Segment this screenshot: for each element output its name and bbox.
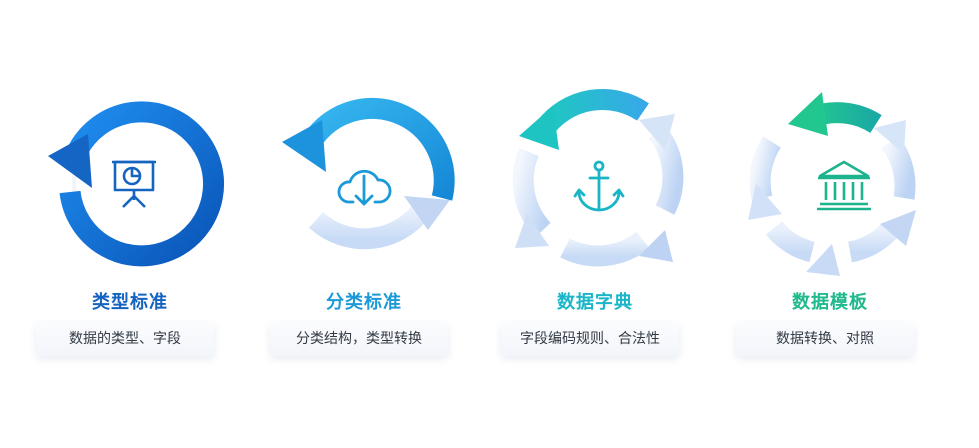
card-description: 数据的类型、字段 bbox=[36, 322, 214, 356]
cycle-graphic bbox=[48, 101, 225, 267]
feature-card-type-standard: 类型标准 数据的类型、字段 bbox=[30, 80, 230, 380]
feature-card-data-dictionary: 数据字典 字段编码规则、合法性 bbox=[495, 80, 695, 380]
card-description: 分类结构，类型转换 bbox=[270, 322, 448, 356]
feature-card-classification-standard: 分类标准 分类结构，类型转换 bbox=[264, 80, 464, 380]
cloud-download-icon bbox=[337, 169, 392, 206]
cycle-graphic bbox=[748, 92, 916, 276]
card-title: 分类标准 bbox=[326, 292, 402, 313]
anchor-icon bbox=[573, 160, 625, 212]
card-title: 数据模板 bbox=[792, 292, 868, 313]
feature-card-data-template: 数据模板 数据转换、对照 bbox=[730, 80, 930, 380]
presentation-board-icon bbox=[112, 160, 156, 208]
card-title: 数据字典 bbox=[557, 292, 633, 313]
cycle-graphic bbox=[282, 97, 455, 250]
bank-building-icon bbox=[817, 160, 871, 211]
card-title: 类型标准 bbox=[92, 292, 168, 313]
card-description: 数据转换、对照 bbox=[736, 322, 914, 356]
card-description: 字段编码规则、合法性 bbox=[501, 322, 679, 356]
cycle-graphic bbox=[512, 88, 684, 267]
